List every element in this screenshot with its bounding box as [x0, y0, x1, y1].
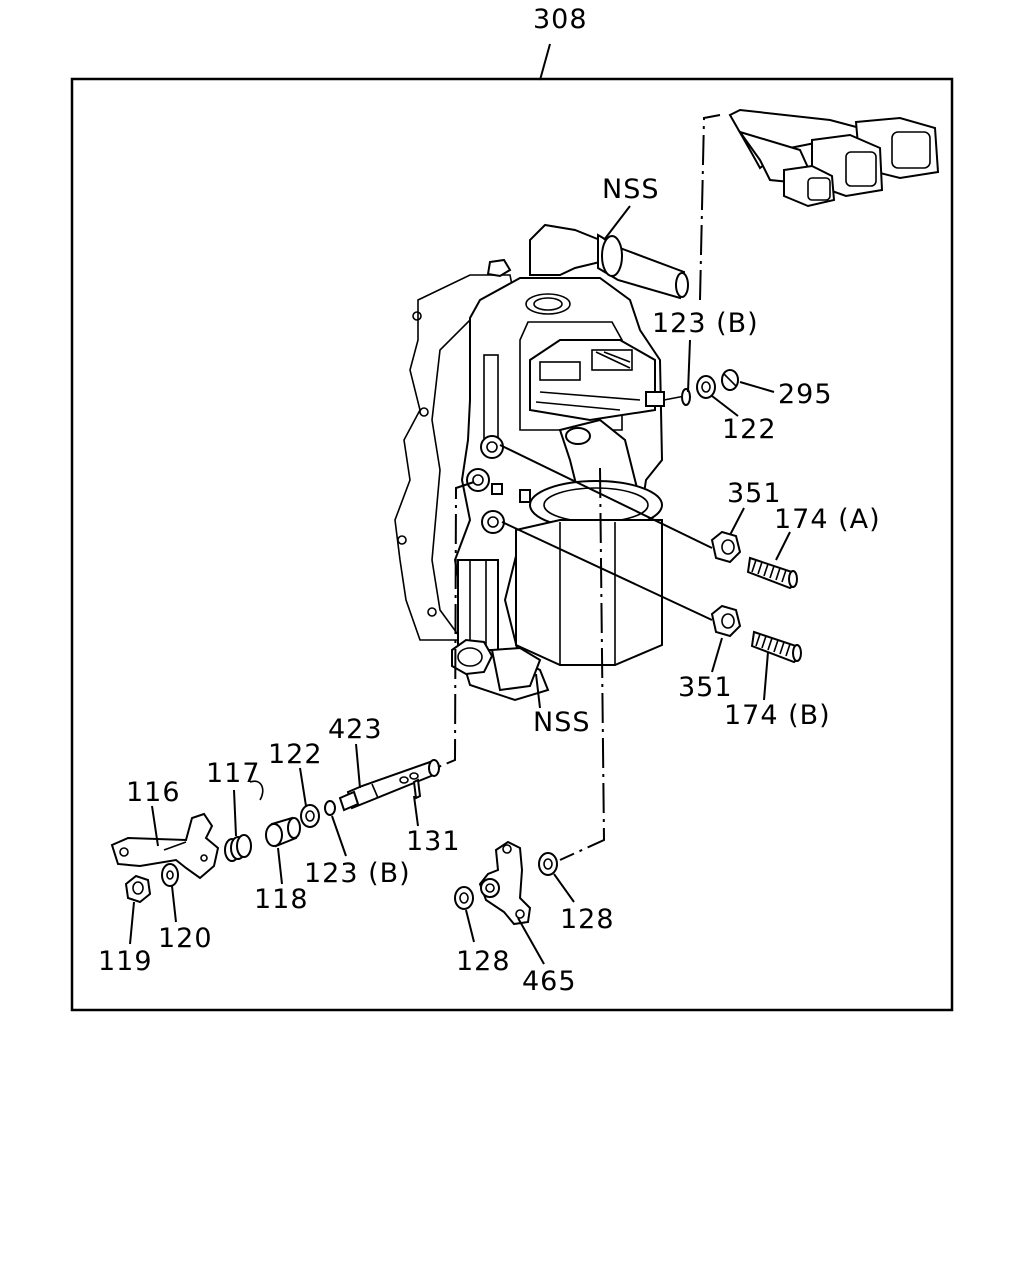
- wiring-harness-connector: [699, 108, 940, 301]
- callout-174a: 174 (A): [774, 504, 881, 535]
- o-ring-123b-bottom: [324, 800, 336, 816]
- callout-nss-bottom: NSS: [533, 707, 590, 738]
- adjusting-nuts-and-screws: [499, 444, 802, 664]
- callout-117: 117: [206, 758, 261, 789]
- arm-465-assembly: [454, 840, 558, 926]
- callout-labels: NSS NSS 123 (B) 295 122 351 174 (A) 351 …: [98, 174, 881, 997]
- callout-118: 118: [254, 884, 309, 915]
- washer-122-right: [696, 375, 716, 399]
- callout-nss-top: NSS: [602, 174, 659, 205]
- callout-351-bottom: 351: [678, 672, 733, 703]
- screw-174a: [746, 556, 798, 590]
- nut-351-top: [710, 530, 742, 564]
- spring-117: [224, 780, 264, 862]
- callout-131: 131: [406, 826, 461, 857]
- shaft-423: [338, 759, 440, 812]
- right-upper-small-parts: [681, 369, 739, 406]
- callout-465: 465: [522, 966, 577, 997]
- nut-351-bottom: [710, 604, 742, 638]
- callout-128-right: 128: [560, 904, 615, 935]
- assembly-number-label: 308: [533, 4, 588, 35]
- callout-123b-top: 123 (B): [652, 308, 759, 339]
- leader-lines: [129, 205, 791, 965]
- callout-423: 423: [328, 714, 383, 745]
- o-ring-123b-top: [681, 388, 691, 406]
- callout-116: 116: [126, 777, 181, 808]
- callout-123b-bottom: 123 (B): [304, 858, 411, 889]
- pin-131: [412, 778, 422, 800]
- washer-120: [161, 863, 179, 887]
- lever-shaft-assembly: [110, 759, 440, 904]
- bushing-118: [265, 816, 301, 848]
- assembly-number-leader: [539, 43, 551, 81]
- callout-119: 119: [98, 946, 153, 977]
- callout-174b: 174 (B): [724, 700, 831, 731]
- callout-295: 295: [778, 379, 833, 410]
- callout-351-top: 351: [727, 478, 782, 509]
- screw-174b: [750, 630, 802, 664]
- washer-128-right: [538, 852, 558, 876]
- injection-pump-body: [394, 223, 691, 702]
- lever-116: [110, 812, 220, 880]
- nut-119: [124, 874, 152, 904]
- callout-122-left: 122: [268, 739, 323, 770]
- callout-120: 120: [158, 923, 213, 954]
- callout-122-right: 122: [722, 414, 777, 445]
- diagram-frame: [70, 77, 954, 1012]
- washer-128-left: [454, 886, 474, 910]
- washer-122-left: [300, 804, 320, 828]
- callout-128-left: 128: [456, 946, 511, 977]
